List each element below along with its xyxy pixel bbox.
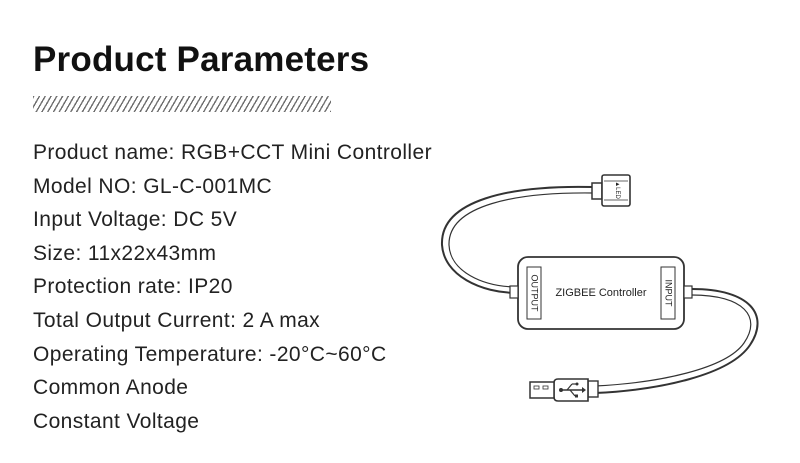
led-connector: ▲LED bbox=[591, 174, 631, 207]
usb-plug bbox=[529, 378, 599, 402]
spec-common-anode: Common Anode bbox=[33, 376, 189, 400]
controller-line-drawing: ▲LED OUTPUT INPUT ZIGBEE Controller bbox=[440, 174, 759, 402]
spec-input-voltage: Input Voltage: DC 5V bbox=[33, 208, 238, 232]
led-cable bbox=[440, 185, 594, 294]
output-port-label: OUTPUT bbox=[530, 275, 540, 313]
input-port-label: INPUT bbox=[664, 280, 674, 308]
page-title: Product Parameters bbox=[33, 40, 370, 79]
spec-constant-voltage: Constant Voltage bbox=[33, 409, 200, 433]
connector-label: ▲LED bbox=[614, 181, 620, 199]
spec-output-current: Total Output Current: 2 A max bbox=[33, 308, 321, 332]
usb-icon bbox=[559, 382, 586, 398]
spec-list: Product name: RGB+CCT Mini Controller Mo… bbox=[33, 136, 432, 438]
spec-operating-temperature: Operating Temperature: -20°C~60°C bbox=[33, 342, 387, 366]
decorative-hatch-divider bbox=[33, 96, 331, 112]
spec-protection-rate: Protection rate: IP20 bbox=[33, 275, 233, 299]
controller-label: ZIGBEE Controller bbox=[555, 287, 646, 299]
controller-illustration: ▲LED OUTPUT INPUT ZIGBEE Controller bbox=[430, 165, 790, 415]
usb-cable bbox=[594, 288, 759, 394]
controller-box: OUTPUT INPUT ZIGBEE Controller bbox=[509, 256, 693, 330]
spec-model-no: Model NO: GL-C-001MC bbox=[33, 174, 273, 198]
spec-product-name: Product name: RGB+CCT Mini Controller bbox=[33, 141, 432, 164]
spec-size: Size: 11x22x43mm bbox=[33, 241, 217, 265]
